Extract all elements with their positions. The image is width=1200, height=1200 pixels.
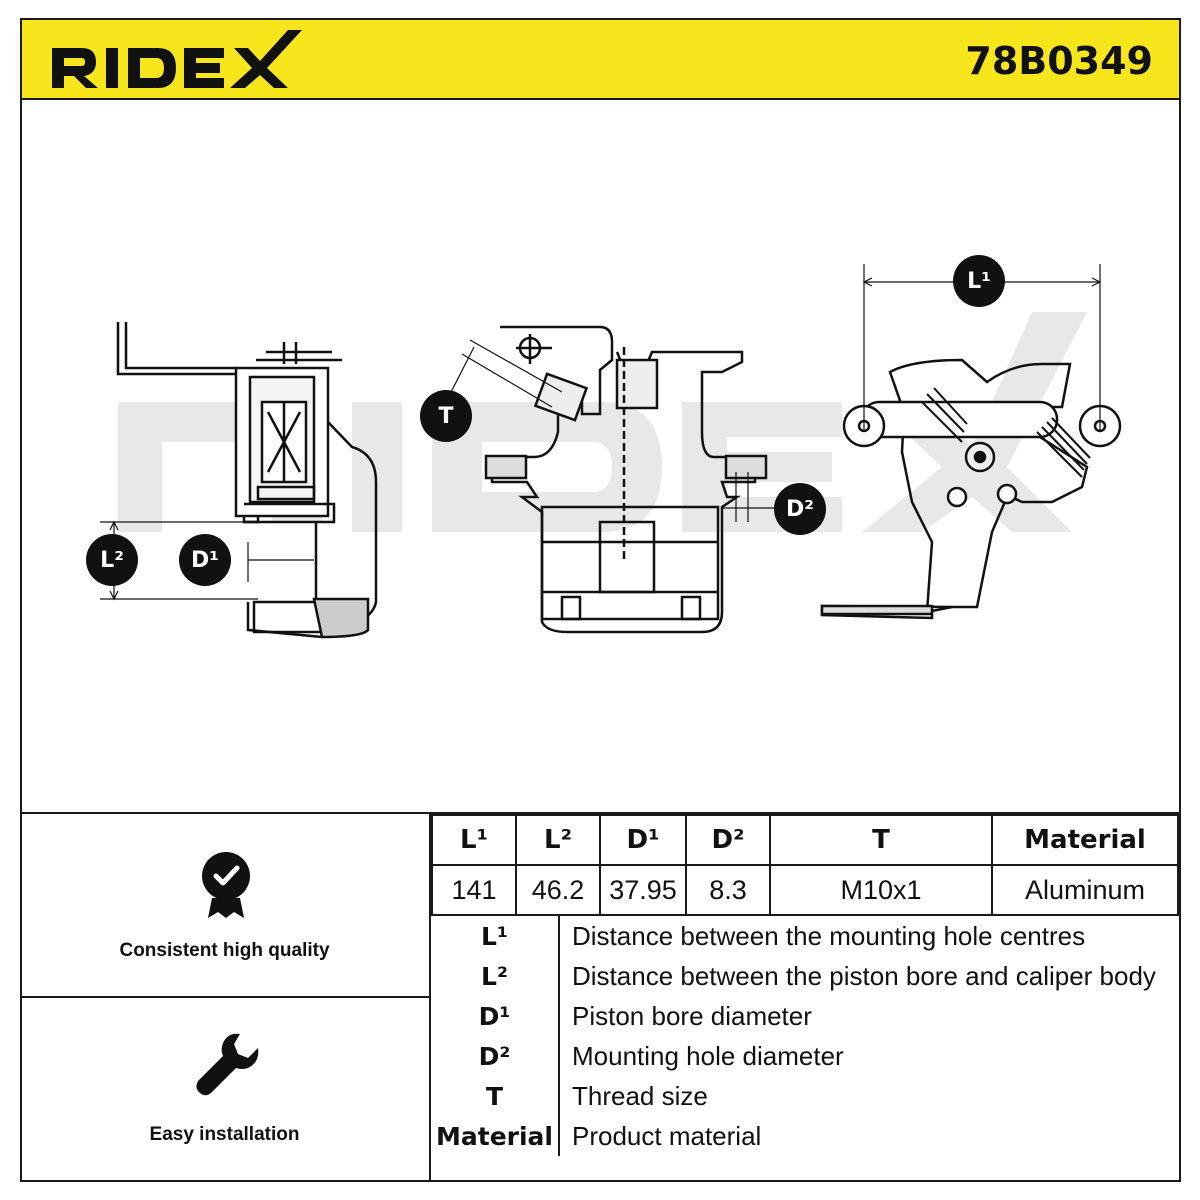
legend-key: D¹ (431, 996, 560, 1036)
spec-value-d1: 37.95 (599, 864, 687, 916)
legend-key: L¹ (431, 916, 560, 956)
callout-t: T (420, 390, 472, 442)
spec-header-l2: L² (515, 814, 601, 866)
spec-value-l2: 46.2 (515, 864, 601, 916)
caliper-technical-drawing (100, 264, 1122, 639)
feature-installation: Easy installation (20, 998, 429, 1182)
spec-header-row: L¹ L² D¹ D² T Material (431, 814, 1179, 866)
spec-header-l1: L¹ (431, 814, 517, 866)
legend-row: L² Distance between the piston bore and … (431, 956, 1179, 996)
spec-value-l1: 141 (431, 864, 517, 916)
feature-quality-label: Consistent high quality (119, 940, 330, 961)
spec-value-t: M10x1 (769, 864, 993, 916)
callout-l2: L² (86, 534, 138, 586)
legend-row: D² Mounting hole diameter (431, 1036, 1179, 1076)
spec-value-row: 141 46.2 37.95 8.3 M10x1 Aluminum (431, 864, 1179, 916)
legend-row: Material Product material (431, 1116, 1179, 1156)
legend-desc: Mounting hole diameter (572, 1040, 844, 1071)
feature-installation-label: Easy installation (149, 1124, 300, 1145)
legend-key: Material (431, 1116, 560, 1156)
feature-quality: Consistent high quality (20, 814, 429, 998)
d1-dimension-line (247, 542, 314, 582)
spec-header-t: T (769, 814, 993, 866)
caliper-side-section-view (116, 322, 378, 639)
legend-key: D² (431, 1036, 560, 1076)
info-panel: Consistent high quality Easy installatio… (20, 812, 1181, 1182)
callout-d2: D² (774, 483, 826, 535)
quality-badge-icon (202, 852, 250, 918)
l1-dimension-line (862, 264, 1102, 432)
ridex-logo (48, 26, 303, 96)
legend-row: L¹ Distance between the mounting hole ce… (431, 916, 1179, 956)
part-number: 78B0349 (965, 39, 1153, 83)
callout-d1: D¹ (179, 534, 231, 586)
legend-key: T (431, 1076, 560, 1116)
legend-desc: Distance between the mounting hole centr… (572, 920, 1086, 951)
legend-desc: Thread size (572, 1080, 708, 1111)
spec-value-material: Aluminum (991, 864, 1179, 916)
spec-header-d1: D¹ (599, 814, 687, 866)
spec-table: L¹ L² D¹ D² T Material 141 46.2 37.95 8.… (431, 814, 1179, 916)
spec-header-d2: D² (685, 814, 771, 866)
spec-value-d2: 8.3 (685, 864, 771, 916)
ridex-logo-mark (52, 30, 302, 88)
caliper-drawing-area: L¹ T L² D¹ D² (22, 102, 1179, 812)
features-column: Consistent high quality Easy installatio… (20, 814, 431, 1182)
caliper-front-view (484, 325, 768, 634)
legend-desc: Product material (572, 1120, 762, 1151)
legend-table: L¹ Distance between the mounting hole ce… (431, 916, 1179, 1156)
legend-row: D¹ Piston bore diameter (431, 996, 1179, 1036)
spec-header-material: Material (991, 814, 1179, 866)
legend-desc: Piston bore diameter (572, 1000, 812, 1031)
header-bar: 78B0349 (20, 18, 1181, 100)
legend-row: T Thread size (431, 1076, 1179, 1116)
legend-key: L² (431, 956, 560, 996)
d2-dimension-line (722, 472, 782, 522)
callout-l1: L¹ (953, 255, 1005, 307)
legend-desc: Distance between the piston bore and cal… (572, 960, 1156, 991)
wrench-icon (196, 1033, 259, 1096)
